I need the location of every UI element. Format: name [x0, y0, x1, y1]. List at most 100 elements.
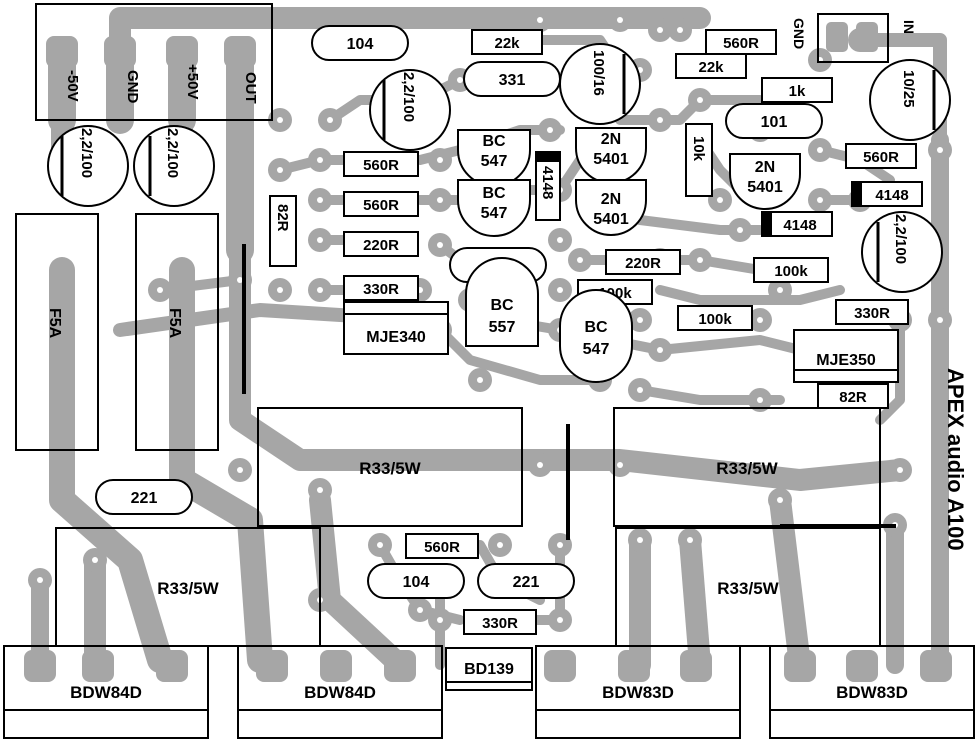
- resistor-560r-a: 560R: [343, 151, 419, 177]
- resistor-560r-b: 560R: [343, 191, 419, 217]
- svg-text:2,2/100: 2,2/100: [400, 72, 417, 122]
- svg-text:330R: 330R: [482, 615, 518, 632]
- resistor-560r-bottom: 560R: [405, 533, 479, 559]
- power-resistor-4: R33/5W: [615, 527, 881, 647]
- svg-text:100k: 100k: [774, 263, 808, 280]
- resistor-220r-b: 220R: [605, 249, 681, 275]
- power-resistor-2: R33/5W: [613, 407, 881, 527]
- electrolytic-cap-left1: 2,2/100: [47, 125, 129, 207]
- driver-mje350: MJE350: [793, 329, 899, 383]
- transistor-2n5401-c: 2N 5401: [729, 153, 801, 210]
- transistor-bc547-b: BC 547: [457, 179, 531, 237]
- svg-text:4148: 4148: [539, 166, 556, 199]
- output-bdw84d-2: BDW84D: [237, 645, 443, 739]
- svg-text:104: 104: [347, 36, 374, 53]
- svg-text:R33/5W: R33/5W: [717, 579, 779, 598]
- svg-text:2,2/100: 2,2/100: [892, 214, 909, 264]
- input-in-label: IN: [901, 20, 917, 34]
- transistor-bc547-a: BC 547: [457, 129, 531, 187]
- pin-label-neg50v: -50V: [64, 70, 81, 102]
- svg-text:2N: 2N: [755, 159, 775, 176]
- svg-text:104: 104: [403, 574, 430, 591]
- jumper-wires: [242, 244, 896, 540]
- output-transistors: BDW84D BDW84D BDW83D BDW83D: [3, 645, 975, 739]
- svg-text:BC: BC: [482, 133, 506, 150]
- cap-221-bottom: 221: [477, 563, 575, 599]
- svg-text:BDW83D: BDW83D: [602, 683, 674, 702]
- transistor-bc547-c: BC 547: [559, 289, 633, 383]
- input-gnd-label: GND: [791, 18, 807, 49]
- power-resistor-1: R33/5W: [257, 407, 523, 527]
- svg-text:560R: 560R: [723, 35, 759, 52]
- svg-text:82R: 82R: [839, 389, 867, 406]
- svg-text:100/16: 100/16: [590, 50, 607, 96]
- cap-104-bottom: 104: [367, 563, 465, 599]
- svg-text:557: 557: [489, 319, 516, 336]
- svg-text:BC: BC: [482, 185, 506, 202]
- resistor-22k-b: 22k: [675, 53, 747, 79]
- bias-bd139: BD139: [445, 647, 533, 691]
- svg-text:F5A: F5A: [166, 308, 183, 339]
- electrolytic-cap-right: 2,2/100: [861, 211, 943, 293]
- cap-331: 331: [463, 61, 561, 97]
- svg-text:BDW84D: BDW84D: [70, 683, 142, 702]
- resistor-560r-right: 560R: [845, 143, 917, 169]
- svg-text:560R: 560R: [363, 197, 399, 214]
- svg-text:547: 547: [481, 205, 508, 222]
- resistor-100k-a: 100k: [753, 257, 829, 283]
- svg-text:MJE350: MJE350: [816, 352, 876, 369]
- pin-label-gnd: GND: [124, 70, 141, 104]
- resistor-330r-bottom: 330R: [463, 609, 537, 635]
- svg-text:BC: BC: [490, 297, 514, 314]
- cap-221-left: 221: [95, 479, 193, 515]
- diode-4148-vertical: 4148: [535, 151, 561, 221]
- svg-text:R33/5W: R33/5W: [716, 459, 778, 478]
- svg-text:221: 221: [131, 490, 158, 507]
- transistor-2n5401-a: 2N 5401: [575, 127, 647, 184]
- resistors: 22k 560R 22k 1k 560R 560R 220R 330R 82R …: [269, 29, 917, 635]
- svg-text:560R: 560R: [863, 149, 899, 166]
- svg-text:5401: 5401: [593, 151, 629, 168]
- svg-text:2N: 2N: [601, 131, 621, 148]
- svg-text:82R: 82R: [274, 204, 291, 232]
- svg-text:R33/5W: R33/5W: [359, 459, 421, 478]
- electrolytic-cap-100-16: 100/16: [559, 43, 641, 125]
- resistor-22k-a: 22k: [471, 29, 543, 55]
- svg-text:220R: 220R: [625, 255, 661, 272]
- svg-text:BDW84D: BDW84D: [304, 683, 376, 702]
- pin-label-out: OUT: [242, 72, 259, 104]
- svg-text:R33/5W: R33/5W: [157, 579, 219, 598]
- diode-4148-mid: 4148: [761, 211, 833, 237]
- svg-text:2,2/100: 2,2/100: [78, 128, 95, 178]
- svg-text:4148: 4148: [875, 187, 908, 204]
- svg-text:100k: 100k: [698, 311, 732, 328]
- svg-text:330R: 330R: [363, 281, 399, 298]
- electrolytic-cap-left2: 2,2/100: [133, 125, 215, 207]
- svg-text:5401: 5401: [747, 179, 783, 196]
- svg-text:10k: 10k: [690, 136, 707, 162]
- svg-text:22k: 22k: [494, 35, 520, 52]
- svg-text:1k: 1k: [789, 83, 806, 100]
- svg-text:330R: 330R: [854, 305, 890, 322]
- electrolytic-cap-top: 2,2/100: [369, 69, 451, 151]
- fuse-left: F5A: [15, 213, 99, 451]
- transistor-bc557: BC 557: [465, 257, 539, 347]
- cap-104-top: 104: [311, 25, 409, 61]
- svg-text:BD139: BD139: [464, 661, 514, 678]
- svg-text:560R: 560R: [363, 157, 399, 174]
- fuse-right: F5A: [135, 213, 219, 451]
- svg-text:5401: 5401: [593, 211, 629, 228]
- svg-text:BC: BC: [584, 319, 608, 336]
- svg-text:22k: 22k: [698, 59, 724, 76]
- transistors-to92: BC 547 BC 547 2N 5401 2N 5401 2N 5401 BC…: [457, 127, 801, 383]
- resistor-1k: 1k: [761, 77, 833, 103]
- resistor-100k-c: 100k: [677, 305, 753, 331]
- svg-text:10/25: 10/25: [900, 70, 917, 108]
- resistor-220r-a: 220R: [343, 231, 419, 257]
- svg-text:331: 331: [499, 72, 526, 89]
- output-bdw83d-2: BDW83D: [769, 645, 975, 739]
- input-connector: GND IN: [791, 13, 917, 63]
- svg-text:F5A: F5A: [46, 308, 63, 339]
- svg-text:547: 547: [583, 341, 610, 358]
